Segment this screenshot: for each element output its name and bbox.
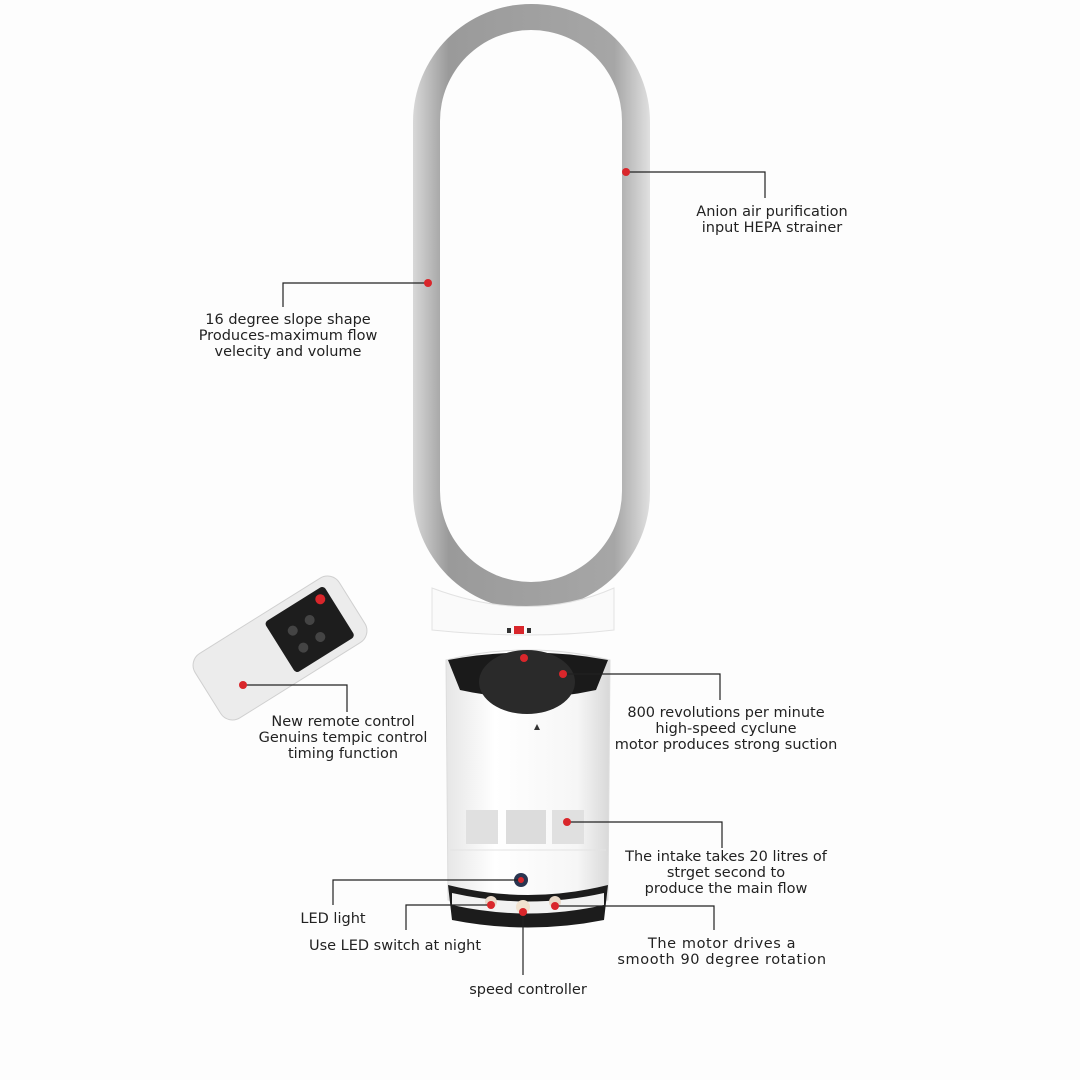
callout-remote: New remote control Genuins tempic contro…	[259, 714, 428, 762]
callout-anion: Anion air purification input HEPA strain…	[696, 204, 847, 236]
callout-text: input HEPA strainer	[701, 220, 843, 236]
callout-text: high-speed cyclune	[655, 721, 797, 737]
callout-text: 16 degree slope shape	[205, 312, 371, 328]
callout-text: produce the main flow	[644, 881, 808, 897]
callout-motor: 800 revolutions per minute high-speed cy…	[615, 705, 838, 753]
callout-text: Produces-maximum flow	[198, 328, 378, 344]
callout-text: timing function	[287, 746, 399, 762]
neck-buttons	[507, 626, 531, 634]
callout-text: strget second to	[666, 865, 786, 881]
callout-speed: speed controller	[469, 982, 587, 998]
callout-lines	[243, 171, 766, 975]
callout-text: The motor drives a	[647, 936, 797, 952]
callout-text: Use LED switch at night	[308, 938, 482, 954]
callout-text: New remote control	[271, 714, 415, 730]
fan-ring	[413, 4, 650, 610]
callout-text: Anion air purification	[696, 204, 848, 220]
callout-text: Genuins tempic control	[258, 730, 428, 746]
callout-text: LED light	[300, 911, 366, 927]
callout-text: motor produces strong suction	[614, 737, 838, 753]
callout-text: 800 revolutions per minute	[627, 705, 825, 721]
callout-text: speed controller	[469, 982, 587, 998]
callout-rotation: The motor drives a smooth 90 degree rota…	[617, 936, 826, 968]
callout-text: smooth 90 degree rotation	[617, 952, 827, 968]
callout-text: velecity and volume	[214, 344, 362, 360]
fan-neck	[431, 587, 615, 636]
callout-text: The intake takes 20 litres of	[625, 849, 827, 865]
fan-body	[445, 649, 611, 928]
callout-led-light: LED light	[300, 911, 365, 927]
callout-led-switch: Use LED switch at night	[309, 938, 481, 954]
remote-control	[192, 575, 368, 721]
callout-intake: The intake takes 20 litres of strget sec…	[625, 849, 827, 897]
callout-slope: 16 degree slope shape Produces-maximum f…	[199, 312, 378, 360]
callout-dots	[239, 168, 630, 916]
